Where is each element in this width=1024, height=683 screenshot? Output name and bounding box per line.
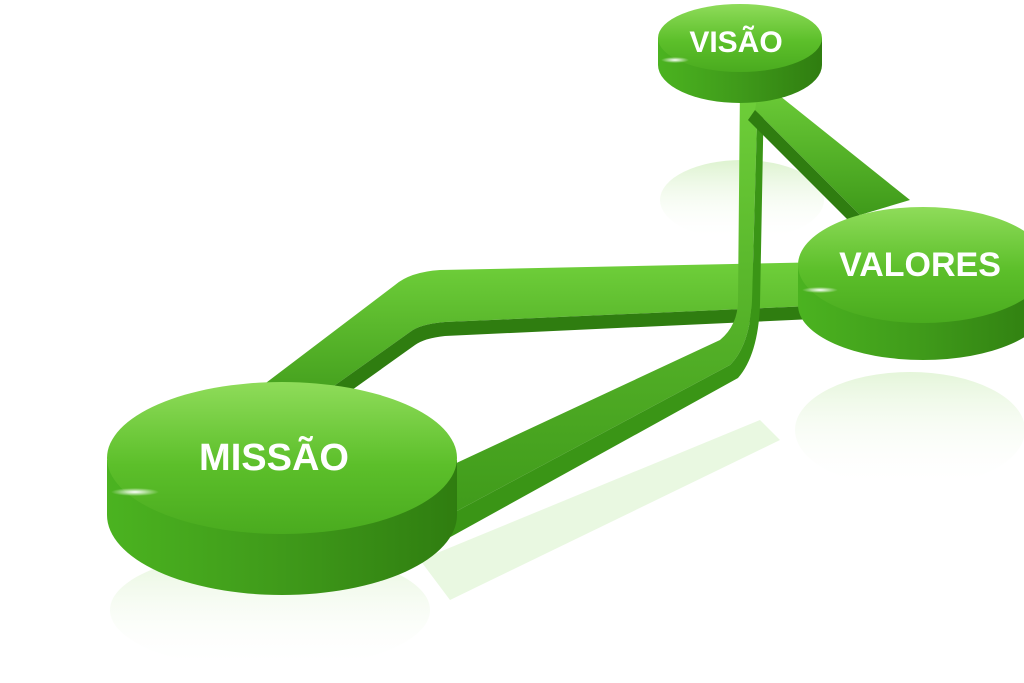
edge-missao-valores <box>250 262 835 410</box>
valores-top <box>798 207 1024 323</box>
edge-visao-valores-side <box>748 110 860 222</box>
visao-top <box>658 4 822 72</box>
missao-shine-icon <box>111 488 159 496</box>
node-valores: VALORES <box>798 207 1024 360</box>
valores-shine-icon <box>802 287 838 293</box>
visao-label: VISÃO <box>689 25 782 59</box>
visao-shine-icon <box>661 57 689 63</box>
connector-reflection <box>420 420 780 600</box>
edge-missao-valores-side <box>300 305 835 420</box>
edge-missao-visao-side <box>440 85 764 540</box>
edge-visao-valores <box>755 80 910 215</box>
missao-top <box>107 382 457 534</box>
valores-label: VALORES <box>839 246 1001 284</box>
node-missao: MISSÃO <box>107 382 457 595</box>
missao-label: MISSÃO <box>199 435 349 479</box>
node-visao: VISÃO <box>658 4 822 103</box>
valores-reflection <box>795 372 1024 488</box>
